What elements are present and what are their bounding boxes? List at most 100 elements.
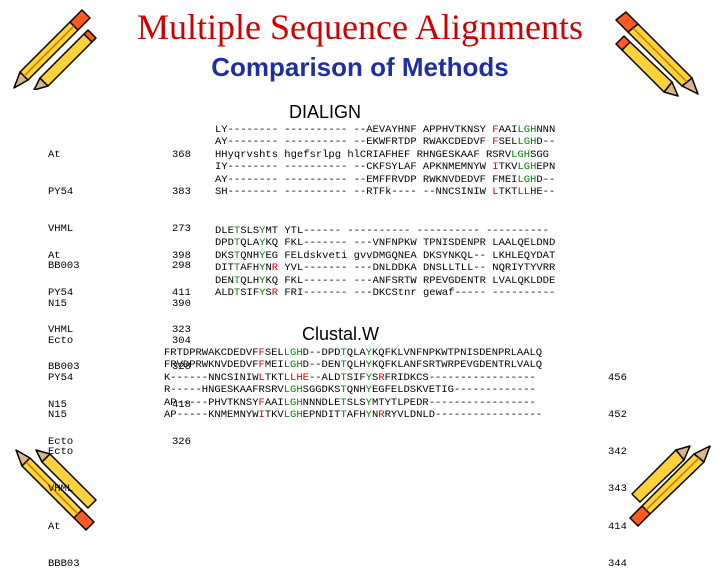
residue-segment: D-- (536, 173, 556, 186)
conserved-residue: LGH (517, 136, 537, 149)
slide-title: Multiple Sequence Alignments (137, 7, 583, 47)
residue-segment: SEL (498, 136, 518, 149)
residue-segment: KQ FKL------- ---VNFNPKW TPNISDENPR LAAL… (265, 237, 556, 250)
position-number: 323 (172, 324, 191, 337)
conserved-residue: T (233, 274, 241, 287)
residue-segment: QLH (346, 359, 366, 372)
residue-segment: HHyqrvshts hgefsrlpg hlCRIAFHEF RHNGESKA… (215, 148, 512, 161)
conserved-residue: Y (365, 384, 372, 397)
pencil-icon (13, 9, 97, 90)
residue-segment: N (265, 262, 272, 275)
highlighted-residue: F (492, 124, 499, 136)
sequence-name: BB003 (48, 361, 80, 374)
residue-segment: SLS (346, 396, 366, 409)
highlighted-residue: LL (517, 186, 531, 199)
residue-segment: FRVDPRWKNVDEDVF (164, 359, 259, 372)
slide-subtitle: Comparison of Methods (211, 52, 509, 82)
dialign-label: DIALIGN (289, 102, 362, 122)
conserved-residue: Y (365, 409, 372, 422)
residue-segment: QNH (240, 249, 260, 262)
residue-segment: SGG (530, 148, 549, 161)
conserved-residue: T (233, 249, 241, 262)
sequence-name: N15 (48, 297, 67, 310)
position-number: 383 (172, 186, 191, 199)
conserved-residue: T (233, 262, 241, 275)
highlighted-residue: R (271, 287, 279, 300)
sequence-name: At (48, 148, 61, 161)
position-number: 452 (608, 409, 627, 422)
residue-segment: AY-------- ---------- --EKWFRTDP RWAKCDE… (215, 136, 493, 149)
conserved-residue: T (340, 347, 347, 359)
sequence-row: LY-------- ---------- --AEVAYHNF APPHVTK… (215, 124, 555, 136)
sequence-row: K------NNCSINIWLTKTLLHE--ALDTSIFYSRFRIDK… (164, 372, 542, 384)
pencil-icon (15, 449, 97, 531)
residue-segment: D--DPD (302, 347, 341, 359)
sequence-name: Ecto (48, 446, 74, 459)
residue-segment: TKV (498, 161, 518, 174)
conserved-residue: LGH (283, 359, 303, 372)
highlighted-residue: F (258, 359, 265, 372)
sequence-row: DPDTQLAYKQ FKL------- ---VNFNPKW TPNISDE… (215, 237, 555, 249)
residue-segment: AP-----PHVTKNSY (164, 396, 259, 409)
highlighted-residue: F (492, 136, 499, 149)
pencil-icon (629, 445, 711, 527)
residue-segment: SEL (264, 347, 284, 359)
residue-segment: ALD (215, 287, 234, 300)
position-number: 418 (172, 398, 191, 411)
conserved-residue: Y (259, 237, 266, 250)
residue-segment: RYVLDNLD----------------- (384, 409, 543, 422)
sequence-row: DLETSLSYMT YTL------ ---------- --------… (215, 225, 555, 237)
residue-segment: HE-- (530, 186, 556, 199)
sequence-name: VHML (48, 324, 74, 337)
residue-segment: QLA (240, 237, 260, 250)
sequence-name: BBB03 (48, 557, 80, 570)
residue-segment: IY-------- ---------- --CKFSYLAF APKNMEM… (215, 161, 493, 174)
sequence-row: DITTAFHYNR YVL------- ---DNLDDKA DNSLLTL… (215, 262, 555, 274)
position-number: 342 (608, 446, 627, 459)
sequence-name: VHML (48, 223, 74, 236)
position-number: 326 (172, 435, 191, 448)
residue-segment: DIT (215, 262, 234, 275)
conserved-residue: T (233, 225, 241, 237)
residue-segment: KQFKLANFSRTWRPEVGDENTRLVALQ (371, 359, 543, 372)
residue-segment: SIF (346, 371, 366, 384)
conserved-residue: Y (365, 396, 372, 409)
highlighted-residue: L (258, 371, 265, 384)
position-number: 368 (172, 148, 191, 161)
residue-segment: FRTDPRWAKCDEDVF (164, 347, 259, 359)
conserved-residue: T (340, 409, 347, 422)
residue-segment: QLA (346, 347, 366, 359)
conserved-residue: Y (259, 225, 266, 237)
highlighted-residue: F (258, 396, 265, 409)
sequence-row: AP-----PHVTKNSYFAAILGHNNNDLETSLSYMTYTLPE… (164, 397, 542, 409)
conserved-residue: LGH (283, 396, 303, 409)
highlighted-residue: LLHE (283, 371, 309, 384)
conserved-residue: LGH (517, 173, 537, 186)
sequence-row: FRVDPRWKNVDEDVFFMEILGHD--DENTQLHYKQFKLAN… (164, 359, 542, 371)
highlighted-residue: R (378, 409, 385, 422)
sequence-name: Ecto (48, 334, 74, 347)
sequence-row: IY-------- ---------- --CKFSYLAF APKNMEM… (215, 161, 555, 173)
conserved-residue: LGH (517, 124, 537, 136)
clustalw-sequences: FRTDPRWAKCDEDVFFSELLGHD--DPDTQLAYKQFKLVN… (164, 347, 542, 421)
residue-segment: SGGDKS (302, 384, 341, 397)
sequence-name: PY54 (48, 287, 74, 300)
residue-segment: SH-------- ---------- --RTFk---- --NNCSI… (215, 186, 493, 199)
sequence-row: ALDTSIFYSR FRI------- ---DKCStnr gewaf--… (215, 287, 555, 299)
conserved-residue: LGH (283, 347, 303, 359)
dialign-block1-sequences: LY-------- ---------- --AEVAYHNF APPHVTK… (215, 124, 555, 198)
sequence-row: DKSTQNHYEG FELdskveti gvvDMGQNEA DKSYNKQ… (215, 250, 555, 262)
sequence-row: AP-----KNMEMNYWITKVLGHEPNDITTAFHYNRRYVLD… (164, 409, 542, 421)
position-number: 411 (172, 287, 191, 300)
residue-segment: DKS (215, 249, 234, 262)
residue-segment: S (265, 287, 272, 300)
sequence-row: R-----HNGESKAAFRSRVLGHSGGDKSTQNHYEGFELDS… (164, 384, 542, 396)
sequence-row: SH-------- ---------- --RTFk---- --NNCSI… (215, 186, 555, 198)
position-number: 304 (172, 334, 191, 347)
clustalw-positions: 456 452 342 343 414 344 (608, 347, 627, 583)
dialign-block2-sequences: DLETSLSYMT YTL------ ---------- --------… (215, 225, 555, 299)
highlighted-residue: I (258, 409, 265, 422)
conserved-residue: Y (365, 359, 372, 372)
clustalw-label: Clustal.W (302, 324, 380, 344)
sequence-row: FRTDPRWAKCDEDVFFSELLGHD--DPDTQLAYKQFKLVN… (164, 347, 542, 359)
